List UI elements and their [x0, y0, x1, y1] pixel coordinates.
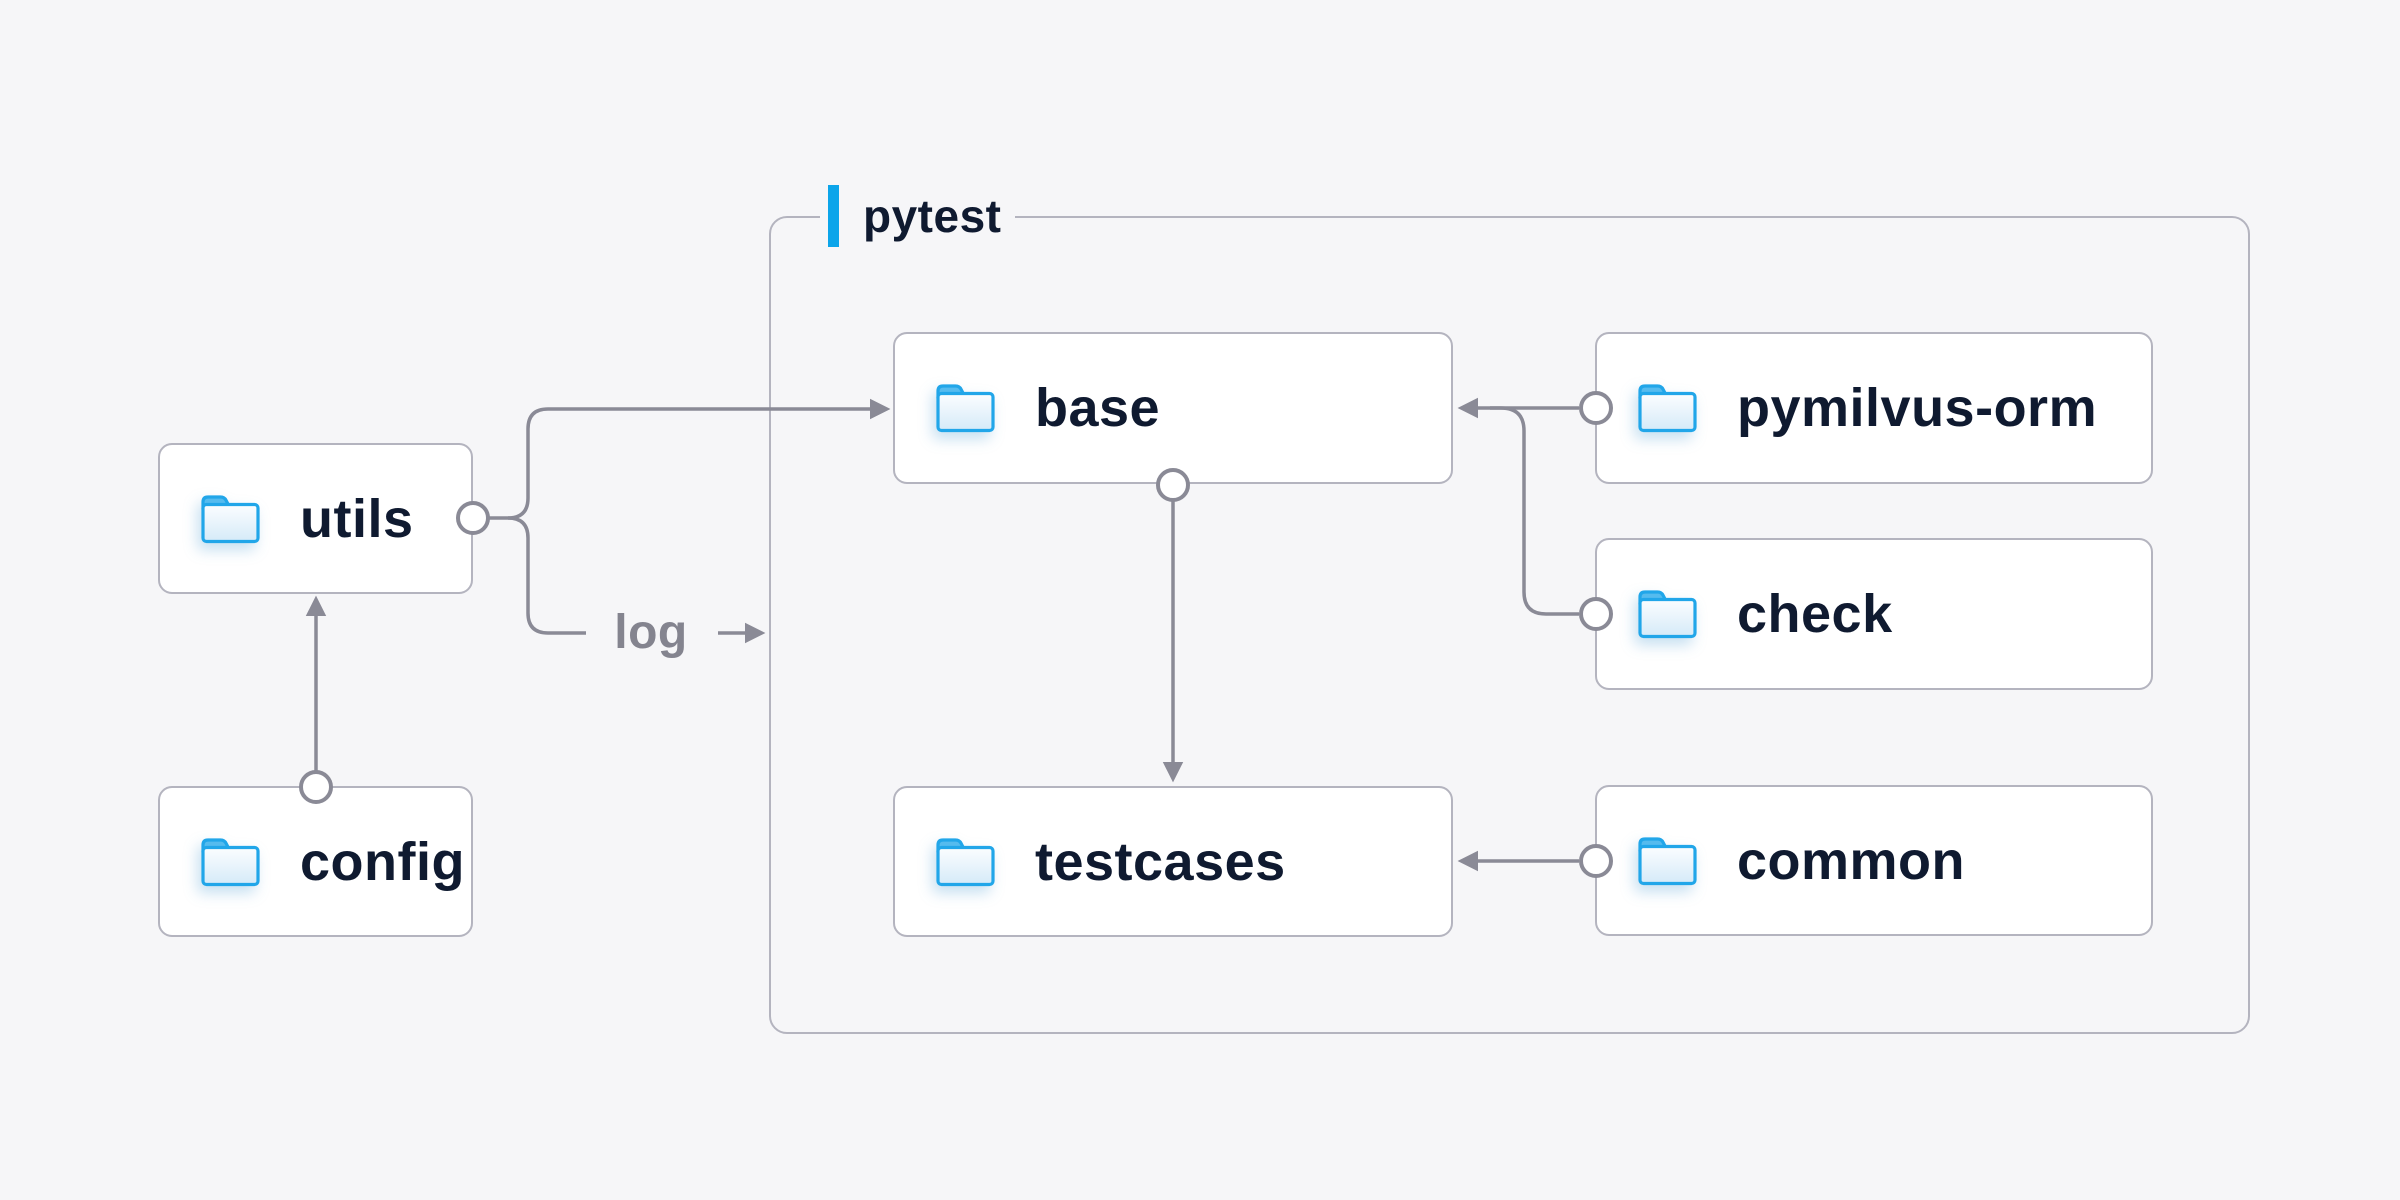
- folder-icon: [1635, 833, 1699, 889]
- node-common-label: common: [1737, 830, 1966, 891]
- folder-icon: [1635, 586, 1699, 642]
- node-pymilvus-orm-label: pymilvus-orm: [1737, 378, 2098, 438]
- node-check: check: [1595, 538, 2153, 690]
- node-base: base: [893, 332, 1453, 484]
- node-base-label: base: [1035, 378, 1161, 438]
- pytest-group-container: [769, 216, 2250, 1034]
- node-utils: utils: [158, 443, 473, 594]
- folder-icon: [933, 380, 997, 436]
- folder-icon: [198, 491, 262, 547]
- node-utils-label: utils: [300, 488, 414, 549]
- node-check-label: check: [1737, 584, 1893, 644]
- node-config-label: config: [300, 831, 465, 892]
- folder-icon: [198, 834, 262, 890]
- node-common: common: [1595, 785, 2153, 936]
- pytest-group-label: pytest: [820, 183, 1016, 249]
- blue-bar-icon: [828, 185, 839, 247]
- group-title: pytest: [863, 190, 1002, 242]
- folder-icon: [933, 834, 997, 890]
- edge-log-label: log: [614, 606, 688, 659]
- node-config: config: [158, 786, 473, 937]
- edge-utils-to-log-stub: [507, 516, 586, 635]
- node-testcases: testcases: [893, 786, 1453, 937]
- folder-icon: [1635, 380, 1699, 436]
- node-testcases-label: testcases: [1035, 831, 1286, 892]
- node-pymilvus-orm: pymilvus-orm: [1595, 332, 2153, 484]
